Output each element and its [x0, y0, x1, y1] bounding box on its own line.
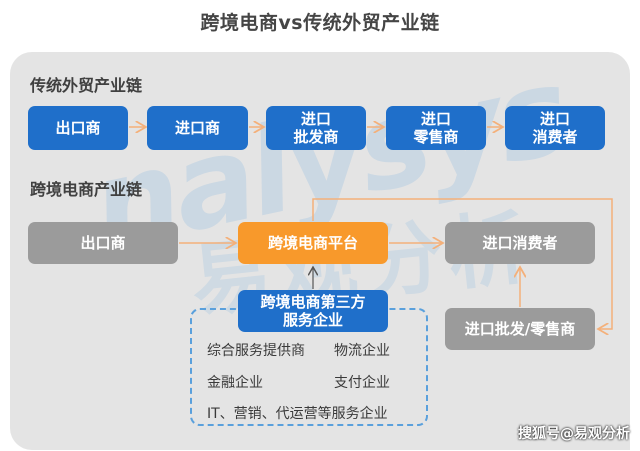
source-watermark: 搜狐号@易观分析 [518, 426, 630, 442]
node-import-retailer: 进口 零售商 [386, 106, 486, 150]
node-import-wholesaler: 进口 批发商 [266, 106, 366, 150]
service-payment: 支付企业 [334, 375, 390, 391]
traditional-chain-label: 传统外贸产业链 [30, 76, 143, 95]
node-import-consumer-crossborder: 进口消费者 [445, 222, 595, 264]
node-label-line2: 零售商 [413, 128, 459, 146]
node-exporter-traditional: 出口商 [28, 106, 128, 150]
node-crossborder-platform: 跨境电商平台 [238, 222, 388, 264]
service-it-marketing: IT、营销、代运营等服务企业 [207, 406, 388, 422]
node-import-consumer: 进口 消费者 [505, 106, 605, 150]
node-exporter-crossborder: 出口商 [28, 222, 178, 264]
node-label: 出口商 [55, 119, 101, 137]
node-importer: 进口商 [147, 106, 248, 150]
service-finance: 金融企业 [207, 375, 263, 391]
node-label-line1: 进口 [420, 110, 451, 128]
node-label-line1: 进口 [300, 110, 331, 128]
node-label-line1: 进口 [539, 110, 570, 128]
node-label: 进口商 [174, 119, 220, 137]
diagram-title: 跨境电商vs传统外贸产业链 [200, 12, 440, 34]
node-import-wholesale-retail: 进口批发/零售商 [445, 308, 595, 350]
node-label-line2: 批发商 [293, 128, 339, 146]
node-label-line1: 跨境电商第三方 [260, 293, 366, 311]
service-integrated-provider: 综合服务提供商 [207, 343, 305, 359]
node-third-party-services: 跨境电商第三方 服务企业 [238, 290, 388, 332]
service-logistics: 物流企业 [334, 343, 390, 359]
node-label-line2: 消费者 [532, 128, 578, 146]
crossborder-chain-label: 跨境电商产业链 [30, 180, 143, 199]
node-label-line2: 服务企业 [282, 311, 343, 329]
